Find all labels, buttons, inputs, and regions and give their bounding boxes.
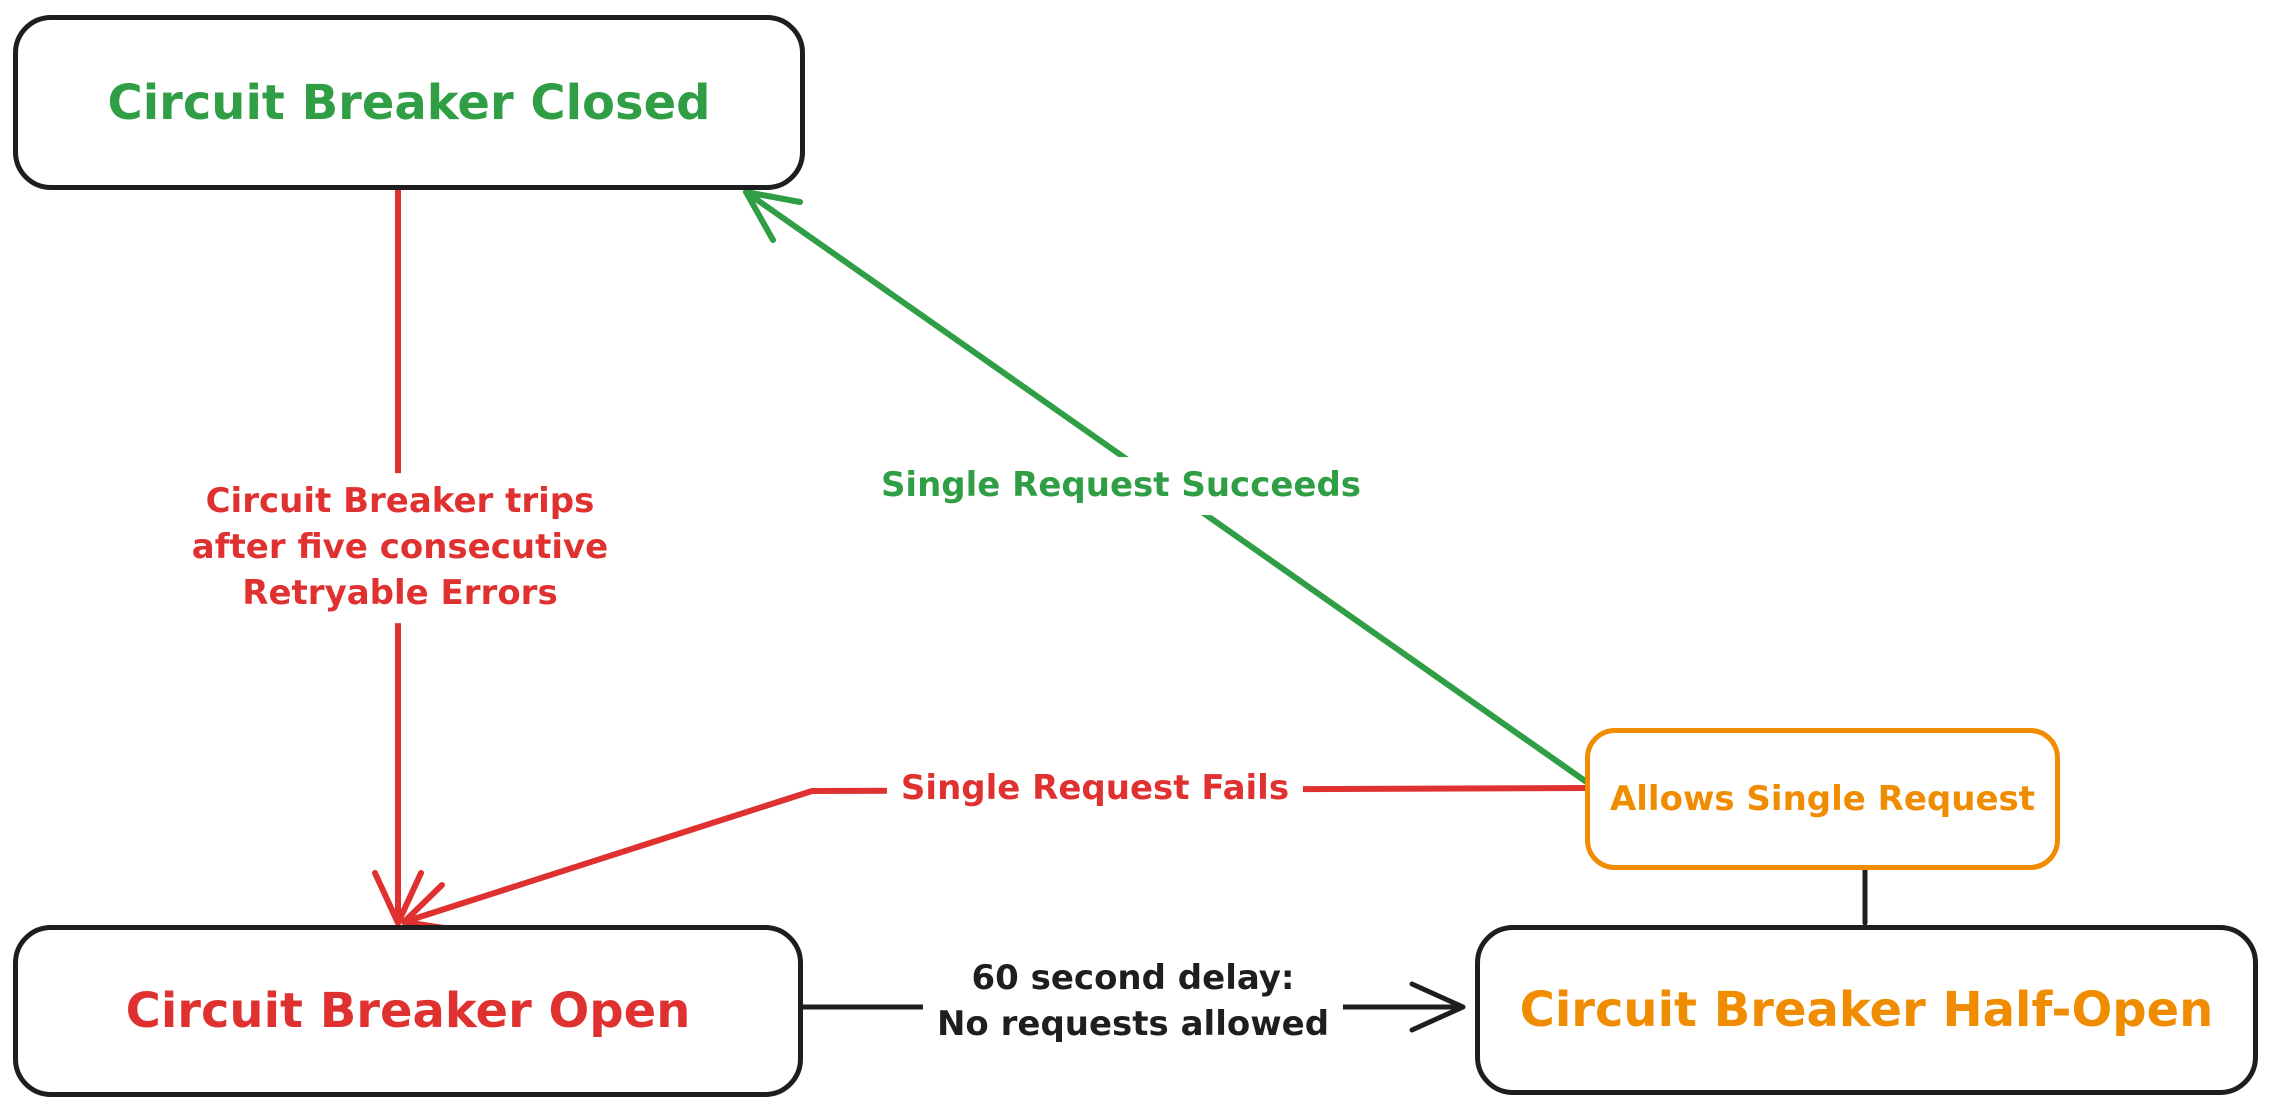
edge-label-trip-line1: Circuit Breaker trips (205, 481, 595, 522)
node-half-open-label: Circuit Breaker Half-Open (1519, 982, 2214, 1038)
edge-label-trip-line2: after five consecutive (191, 527, 609, 568)
edge-label-trip-line3: Retryable Errors (242, 572, 558, 613)
delay-arrowhead-icon (1409, 981, 1466, 1033)
node-circuit-breaker-open: Circuit Breaker Open (13, 925, 803, 1097)
node-circuit-breaker-closed: Circuit Breaker Closed (13, 15, 805, 190)
trip-arrowhead-icon (372, 870, 424, 926)
succeeds-arrowhead-icon (743, 189, 803, 243)
node-open-label: Circuit Breaker Open (125, 983, 691, 1039)
edge-label-delay: 60 second delay: No requests allowed (922, 950, 1344, 1054)
edge-label-succeeds: Single Request Succeeds (866, 457, 1376, 515)
node-allows-single-request: Allows Single Request (1585, 728, 2060, 870)
edge-label-fails: Single Request Fails (886, 760, 1304, 818)
fails-arrow-line (401, 785, 1591, 925)
edge-label-delay-line1: 60 second delay: (971, 958, 1295, 999)
edge-label-delay-line2: No requests allowed (936, 1004, 1330, 1044)
node-circuit-breaker-half-open: Circuit Breaker Half-Open (1475, 925, 2258, 1095)
node-allows-label: Allows Single Request (1609, 779, 2036, 819)
edge-label-trip: Circuit Breaker trips after five consecu… (177, 473, 623, 623)
node-closed-label: Circuit Breaker Closed (107, 74, 711, 131)
